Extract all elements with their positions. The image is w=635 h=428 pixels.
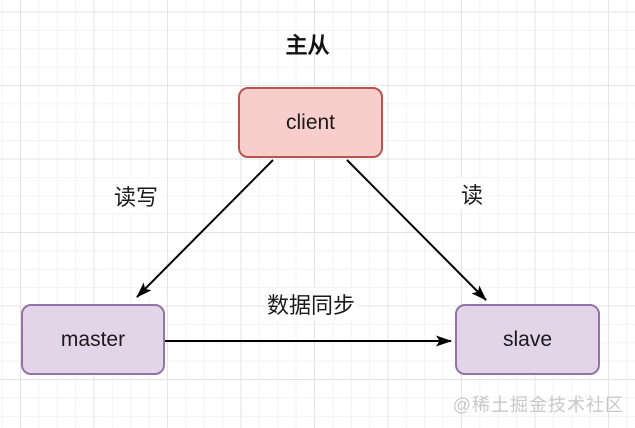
node-client: client xyxy=(238,87,383,158)
diagram-title: 主从 xyxy=(285,33,330,58)
edge-label-read-write: 读写 xyxy=(110,180,162,212)
node-slave: slave xyxy=(455,304,600,375)
edge-label-read: 读 xyxy=(457,178,487,210)
watermark: @稀土掘金技术社区 xyxy=(452,395,624,415)
node-master: master xyxy=(21,304,165,375)
node-slave-label: slave xyxy=(502,327,553,351)
edge-label-data-sync: 数据同步 xyxy=(263,288,359,320)
node-master-label: master xyxy=(60,327,126,351)
node-client-label: client xyxy=(285,110,336,134)
